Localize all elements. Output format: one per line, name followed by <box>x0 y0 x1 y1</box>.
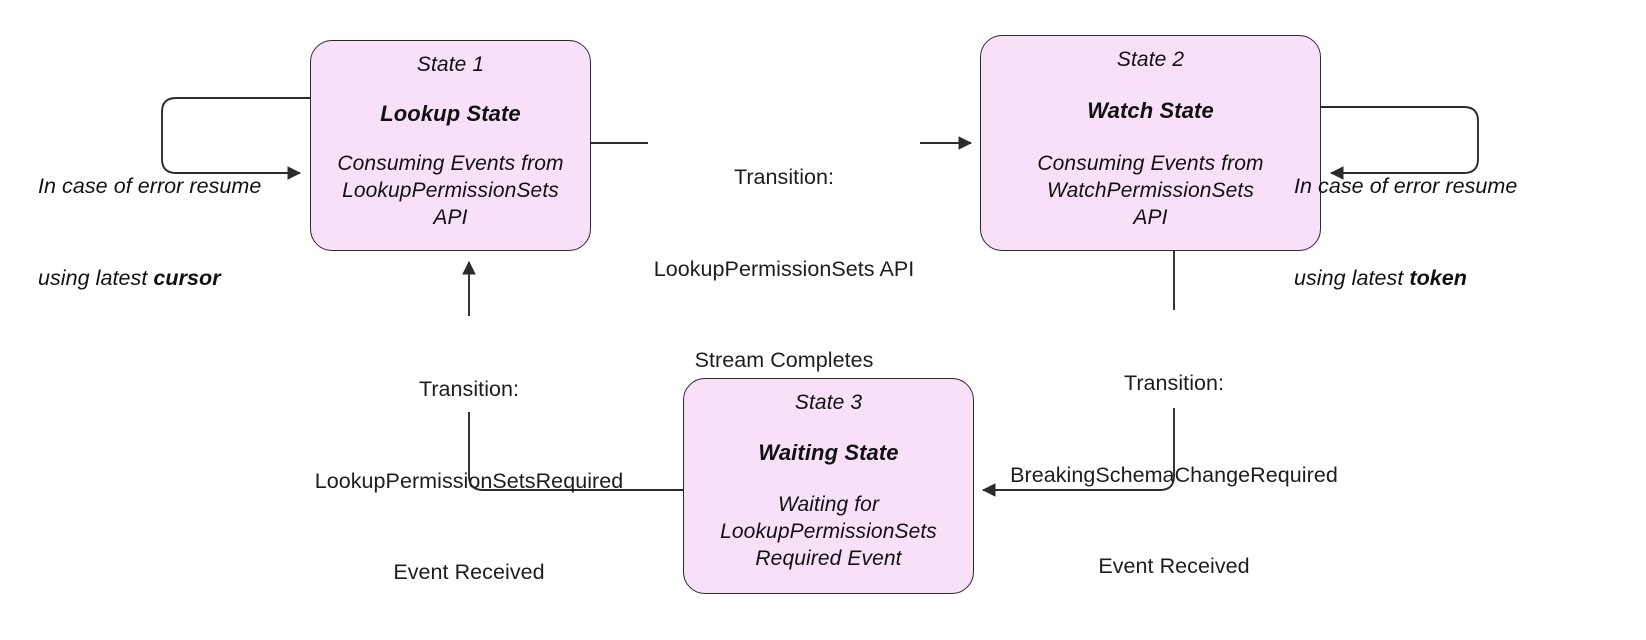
edge-label-line: LookupPermissionSets API <box>653 256 915 281</box>
note-emphasis-cursor: cursor <box>153 265 221 290</box>
edge-label-line: LookupPermissionSetsRequired <box>314 468 624 493</box>
state-node-name: Lookup State <box>380 101 521 127</box>
state-node-name: Waiting State <box>758 440 899 466</box>
state-desc-line: API <box>433 206 468 230</box>
state-desc-line: LookupPermissionSets <box>720 519 937 543</box>
state-desc-line: LookupPermissionSets <box>342 178 559 202</box>
state-desc-line: Consuming Events from <box>337 151 564 175</box>
edge-label-line: Event Received <box>393 560 545 585</box>
state-desc-line: WatchPermissionSets <box>1047 178 1254 202</box>
state-node-waiting-state[interactable]: State 3 Waiting State Waiting for Lookup… <box>683 378 974 594</box>
state-node-id: State 1 <box>416 53 485 76</box>
edge-label-state3-to-state1: Transition: LookupPermissionSetsRequired… <box>239 313 699 640</box>
note-emphasis-token: token <box>1409 265 1467 290</box>
state-node-id: State 2 <box>1116 48 1185 71</box>
edge-label-line: Transition: <box>733 165 835 190</box>
state-node-description: Consuming Events from LookupPermissionSe… <box>337 150 563 232</box>
note-line: using latest cursor <box>38 263 298 294</box>
edge-label-state2-to-state3: Transition: BreakingSchemaChangeRequired… <box>944 307 1404 640</box>
edge-label-line: BreakingSchemaChangeRequired <box>1010 462 1338 487</box>
note-line: In case of error resume <box>1294 174 1518 199</box>
note-line-prefix: using latest <box>38 265 154 290</box>
state-node-description: Waiting for LookupPermissionSets Require… <box>720 491 937 573</box>
state-node-lookup-state[interactable]: State 1 Lookup State Consuming Events fr… <box>310 40 591 251</box>
state-node-id: State 3 <box>794 391 863 414</box>
edge-label-line: Event Received <box>1098 554 1250 579</box>
edge-label-state1-to-state2: Transition: LookupPermissionSets API Str… <box>648 101 920 437</box>
edge-label-line: Transition: <box>1123 371 1225 396</box>
note-line: using latest token <box>1294 263 1564 294</box>
state-node-watch-state[interactable]: State 2 Watch State Consuming Events fro… <box>980 35 1321 251</box>
note-state1-error-resume: In case of error resume using latest cur… <box>38 110 298 354</box>
state-node-description: Consuming Events from WatchPermissionSet… <box>1037 150 1263 232</box>
note-line: In case of error resume <box>38 174 262 199</box>
edge-label-line: Transition: <box>418 377 520 402</box>
state-desc-line: Waiting for <box>777 492 880 516</box>
state-desc-line: Consuming Events from <box>1037 151 1264 175</box>
state-desc-line: API <box>1133 206 1168 230</box>
edge-label-line: Stream Completes <box>694 348 874 373</box>
state-node-name: Watch State <box>1087 98 1214 124</box>
note-state2-error-resume: In case of error resume using latest tok… <box>1294 110 1564 354</box>
note-line-prefix: using latest <box>1294 265 1410 290</box>
state-desc-line: Required Event <box>755 547 902 571</box>
